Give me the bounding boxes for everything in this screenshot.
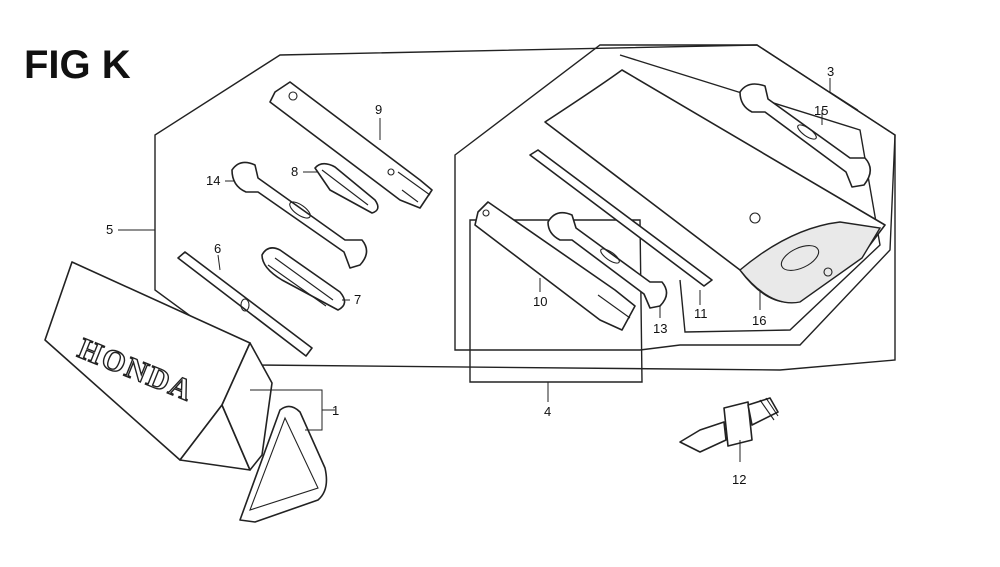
callout-8: 8 <box>291 164 298 179</box>
screwdriver-shaft <box>177 251 313 357</box>
callout-10: 10 <box>533 294 547 309</box>
case-lid <box>239 405 328 523</box>
callout-13: 13 <box>653 321 667 336</box>
long-socket-wrench <box>474 201 636 331</box>
tool-bag-outline <box>454 44 896 351</box>
callout-4: 4 <box>544 404 551 419</box>
tool-bag <box>544 69 886 304</box>
open-end-wrench <box>231 161 368 269</box>
callout-11: 11 <box>694 306 708 321</box>
double-end-wrench <box>739 83 872 188</box>
figure-title: FIG K <box>24 43 131 87</box>
callout-1: 1 <box>332 403 339 418</box>
callout-12: 12 <box>732 472 746 487</box>
screwdriver-handle <box>261 247 346 311</box>
tool-case: HONDA <box>44 261 273 471</box>
tool-bag-inner-outline <box>619 54 881 333</box>
socket-wrench <box>269 81 433 209</box>
leader-lines <box>118 78 859 462</box>
callout-16: 16 <box>752 313 766 328</box>
sub-assembly-4-outline <box>469 219 643 383</box>
screwdriver-blade <box>314 162 379 214</box>
callout-14: 14 <box>206 173 220 188</box>
callout-3: 3 <box>827 64 834 79</box>
callout-7: 7 <box>354 292 361 307</box>
spark-plug <box>679 397 779 453</box>
small-wrench <box>547 211 668 309</box>
bar-handle <box>529 149 713 287</box>
callout-9: 9 <box>375 102 382 117</box>
callout-6: 6 <box>214 241 221 256</box>
callout-5: 5 <box>106 222 113 237</box>
callout-15: 15 <box>814 103 828 118</box>
